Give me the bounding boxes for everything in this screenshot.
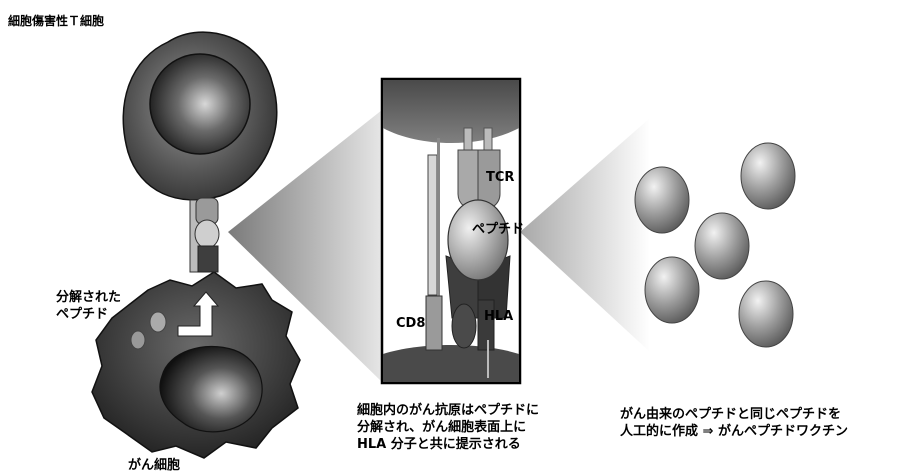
- zoom-beam-left: [228, 110, 382, 382]
- cancer-cell: [91, 271, 301, 459]
- presentation-arrow-icon: [177, 291, 220, 337]
- zoom-panel: [380, 77, 522, 385]
- t-cell-membrane: [383, 80, 519, 143]
- caption-middle-line-3: HLA 分子と共に提示される: [357, 437, 521, 452]
- tcr-molecule: [457, 127, 501, 211]
- cancer-cell-membrane: [383, 345, 519, 382]
- peptide-fragment: [149, 311, 167, 333]
- peptide-fragment: [130, 330, 146, 350]
- peptide-ball: [740, 142, 796, 210]
- caption-middle: 細胞内のがん抗原はペプチドに 分解され、がん細胞表面上に HLA 分子と共に提示…: [357, 402, 539, 453]
- caption-middle-line-1: 細胞内のがん抗原はペプチドに: [357, 403, 540, 418]
- caption-middle-line-2: 分解され、がん細胞表面上に: [357, 420, 527, 435]
- label-degraded-peptide-2: ペプチド: [56, 307, 109, 322]
- label-cancer-cell: がん細胞: [128, 458, 181, 473]
- peptide-ball: [644, 256, 700, 324]
- label-cd8: CD8: [396, 316, 426, 331]
- peptide-ball: [738, 280, 794, 348]
- label-tcr: TCR: [486, 170, 515, 185]
- caption-right-line-2: 人工的に作成 ⇒ がんペプチドワクチン: [620, 424, 848, 439]
- peptide-ball: [694, 212, 750, 280]
- label-cytotoxic-t-cell: 細胞傷害性Ｔ細胞: [8, 14, 105, 28]
- presented-peptide: [447, 199, 509, 281]
- label-peptide: ペプチド: [472, 222, 525, 237]
- synapse-complex: [189, 197, 220, 273]
- t-cell-nucleus: [149, 53, 251, 155]
- peptide-ball: [634, 166, 690, 234]
- label-degraded-peptide-1: 分解された: [56, 290, 122, 305]
- cytotoxic-t-cell: [122, 31, 278, 201]
- zoom-beam-right: [520, 118, 650, 352]
- synthetic-peptides: [634, 142, 796, 348]
- cd8-molecule: [425, 138, 443, 351]
- caption-right: がん由来のペプチドと同じペプチドを 人工的に作成 ⇒ がんペプチドワクチン: [620, 406, 848, 440]
- cancer-cell-nucleus: [159, 345, 263, 433]
- caption-right-line-1: がん由来のペプチドと同じペプチドを: [620, 407, 842, 422]
- label-hla: HLA: [484, 309, 514, 324]
